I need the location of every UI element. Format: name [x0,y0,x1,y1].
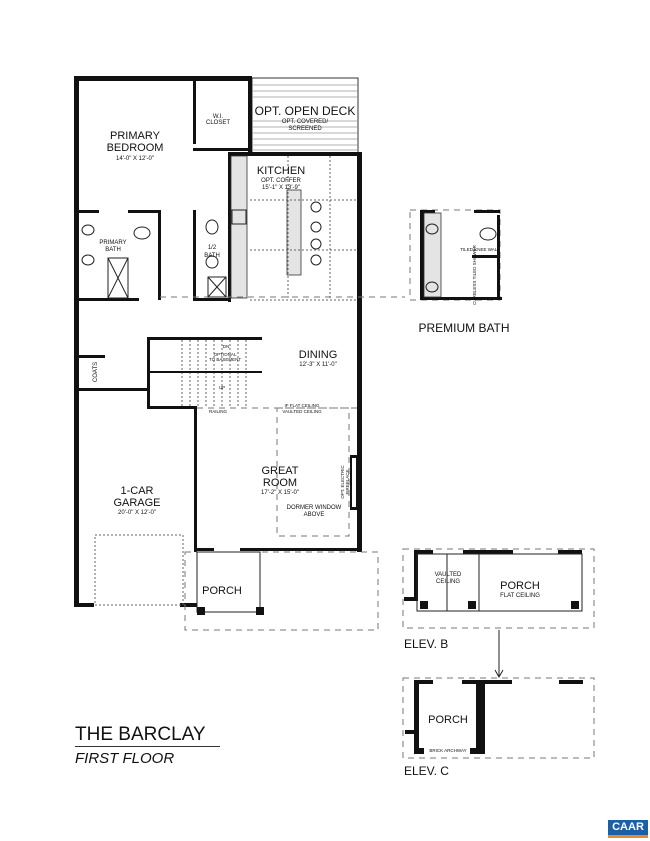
elev-c-arch-note: BRICK ARCHWAY [429,748,466,753]
elev-c-option: PORCH BRICK ARCHWAY ELEV. C [402,677,595,778]
kitchen-counter [230,155,248,299]
elev-b-option: VAULTED CEILING PORCH FLAT CEILING ELEV.… [402,548,595,679]
plan-subtitle: FIRST FLOOR [75,750,175,767]
deck-note-2: SCREENED [288,126,322,132]
deck: OPT. OPEN DECK OPT. COVERED/ SCREENED [251,77,359,156]
dining-dims: 12'-3" X 11'-0" [299,362,336,368]
half-bath-label-2: BATH [204,253,220,259]
title-divider [75,746,220,747]
dormer-note: DORMER WINDOW [287,505,342,511]
great-room-label-2: ROOM [263,477,297,489]
primary-bath-label: PRIMARY [99,240,126,246]
deck-label: OPT. OPEN DECK [255,104,356,118]
elev-b-label: ELEV. B [404,637,448,651]
coats-label: COATS [93,362,99,382]
elev-c-label: ELEV. C [404,764,449,778]
stairs-up: UP [219,385,225,390]
kitchen-dims: 15'-1" X 13'-9" [262,185,300,191]
premium-bath-label: PREMIUM BATH [418,321,509,335]
fireplace-note-2: FIREPLACE [345,469,350,494]
elev-c-porch-label: PORCH [428,714,468,726]
flat-ceiling-note: IF FLAT CEILING [284,403,320,408]
premium-bath-option: TILED KNEE WALL CURBLESS TILED SHOWER PR… [409,209,510,335]
great-room-dims: 17'-2" X 15'-0" [261,490,299,496]
closet-label: W.I. [213,114,224,120]
great-room-label: GREAT [261,465,298,477]
caar-logo: CAAR [608,820,648,838]
plan-title: THE BARCLAY [75,724,206,745]
premium-bath-note-2: CURBLESS TILED SHOWER [472,244,477,304]
primary-bedroom-dims: 14'-0" X 12'-0" [116,156,154,162]
fireplace-note: OPT. ELECTRIC [340,465,345,499]
kitchen-label: KITCHEN [257,165,305,177]
railing-label: RAILING [209,409,228,414]
stairs-down: DN [223,344,230,349]
premium-bath-note: TILED KNEE WALL [460,247,500,252]
porch-outline [184,551,379,631]
elev-b-vault-note-2: CEILING [436,579,460,585]
primary-bedroom-label: PRIMARY [110,130,161,142]
stairs [150,340,262,406]
elev-b-porch-note: FLAT CEILING [500,593,540,599]
garage-dims: 20'-0" X 12'-0" [118,510,156,516]
elev-b-porch-label: PORCH [500,580,540,592]
stairs-note: OPTIONAL [214,352,237,357]
porch-label: PORCH [202,585,242,597]
kitchen-note: OPT. COFFER [261,178,301,184]
vaulted-ceiling-note: VAULTED CEILING [282,409,322,414]
primary-bedroom-label-2: BEDROOM [107,142,164,154]
fixtures [81,209,247,299]
primary-bath-label-2: BATH [105,247,121,253]
dining-label: DINING [299,349,338,361]
garage-label-2: GARAGE [113,497,160,509]
stairs-note-2: TO BASEMENT [209,357,241,362]
deck-note: OPT. COVERED/ [282,119,329,125]
garage-door [94,534,184,606]
closet-label-2: CLOSET [206,120,230,126]
bar-stools [310,201,322,266]
dormer-note-2: ABOVE [304,512,325,518]
coffer-lines [250,156,358,301]
kitchen-island [286,189,302,276]
elev-b-vault-note: VAULTED [435,572,462,578]
half-bath-label: 1/2 [208,245,217,251]
garage-label: 1-CAR [120,485,153,497]
walls [74,76,362,607]
